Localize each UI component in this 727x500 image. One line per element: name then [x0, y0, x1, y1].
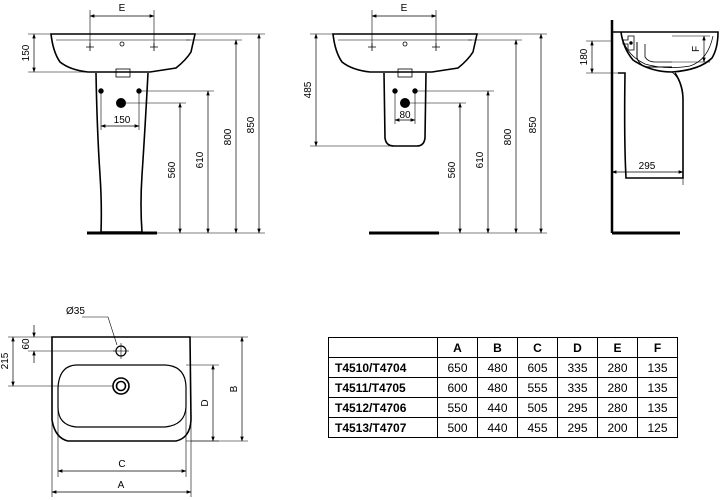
- table-header-row: A B C D E F: [328, 337, 678, 358]
- plan-d-label: D: [200, 399, 211, 406]
- side-180-label: 180: [579, 48, 590, 65]
- value-cell: 480: [477, 377, 518, 398]
- value-cell: 605: [517, 357, 558, 378]
- model-cell: T4511/T4705: [328, 377, 438, 398]
- value-cell: 295: [557, 417, 598, 438]
- front-basin: [50, 33, 196, 73]
- side-view: [586, 20, 719, 235]
- model-cell: T4512/T4706: [328, 397, 438, 418]
- value-cell: 295: [557, 397, 598, 418]
- value-cell: 500: [437, 417, 478, 438]
- front-150-horizontal-label: 150: [114, 115, 131, 126]
- front-view-labels: E 150 150 560 610 800 850: [21, 3, 257, 178]
- table-row: T4510/T4704 650 480 605 335 280 135: [328, 357, 678, 378]
- header-d: D: [557, 337, 598, 358]
- side-295-label: 295: [639, 161, 656, 172]
- table-row: T4511/T4705 600 480 555 335 280 135: [328, 377, 678, 398]
- value-cell: 135: [637, 397, 678, 418]
- value-cell: 125: [637, 417, 678, 438]
- table-row: T4512/T4706 550 440 505 295 280 135: [328, 397, 678, 418]
- half-shroud: [383, 72, 427, 147]
- model-cell: T4513/T4707: [328, 417, 438, 438]
- half-485-label: 485: [303, 81, 314, 98]
- value-cell: 335: [557, 357, 598, 378]
- header-a: A: [437, 337, 478, 358]
- plan-waste: [112, 377, 130, 395]
- dimension-table: A B C D E F T4510/T4704 650 480 605 335 …: [328, 337, 678, 438]
- side-view-labels: 180 F 295: [579, 46, 702, 172]
- plan-c-label: C: [118, 459, 125, 470]
- front-150-vertical-label: 150: [21, 44, 32, 61]
- header-f: F: [637, 337, 678, 358]
- value-cell: 280: [597, 357, 638, 378]
- value-cell: 550: [437, 397, 478, 418]
- half-560-label: 560: [447, 161, 458, 178]
- value-cell: 335: [557, 377, 598, 398]
- plan-diameter-label: Ø35: [66, 306, 85, 317]
- half-pedestal-view: [310, 10, 547, 235]
- value-cell: 135: [637, 357, 678, 378]
- table-corner-cell: [328, 337, 438, 358]
- value-cell: 280: [597, 377, 638, 398]
- half-850-label: 850: [528, 116, 539, 133]
- front-pedestal: [95, 72, 149, 233]
- plan-view-labels: Ø35 60 215 D B C A: [0, 306, 240, 491]
- value-cell: 455: [517, 417, 558, 438]
- value-cell: 480: [477, 357, 518, 378]
- value-cell: 280: [597, 397, 638, 418]
- front-850-label: 850: [246, 116, 257, 133]
- model-cell: T4510/T4704: [328, 357, 438, 378]
- front-610-label: 610: [195, 151, 206, 168]
- front-view: [28, 10, 265, 235]
- value-cell: 555: [517, 377, 558, 398]
- plan-60-label: 60: [21, 338, 32, 350]
- header-b: B: [477, 337, 518, 358]
- front-560-label: 560: [167, 161, 178, 178]
- header-c: C: [517, 337, 558, 358]
- half-pedestal-labels: E 485 80 560 610 800 850: [303, 3, 539, 178]
- plan-bowl: [57, 364, 187, 428]
- header-e: E: [597, 337, 638, 358]
- table-row: T4513/T4707 500 440 455 295 200 125: [328, 417, 678, 438]
- value-cell: 650: [437, 357, 478, 378]
- value-cell: 505: [517, 397, 558, 418]
- half-80-label: 80: [399, 110, 411, 121]
- value-cell: 200: [597, 417, 638, 438]
- value-cell: 440: [477, 417, 518, 438]
- plan-view: [8, 316, 248, 497]
- plan-215-label: 215: [0, 352, 11, 369]
- plan-b-label: B: [229, 385, 240, 392]
- half-e-label: E: [401, 3, 408, 14]
- half-basin: [332, 33, 478, 73]
- front-800-label: 800: [223, 128, 234, 145]
- plan-a-label: A: [118, 480, 125, 491]
- half-610-label: 610: [475, 151, 486, 168]
- plan-basin-outline: [51, 336, 192, 442]
- side-f-label: F: [691, 46, 702, 52]
- value-cell: 135: [637, 377, 678, 398]
- front-e-label: E: [119, 3, 126, 14]
- half-800-label: 800: [503, 128, 514, 145]
- value-cell: 600: [437, 377, 478, 398]
- value-cell: 440: [477, 397, 518, 418]
